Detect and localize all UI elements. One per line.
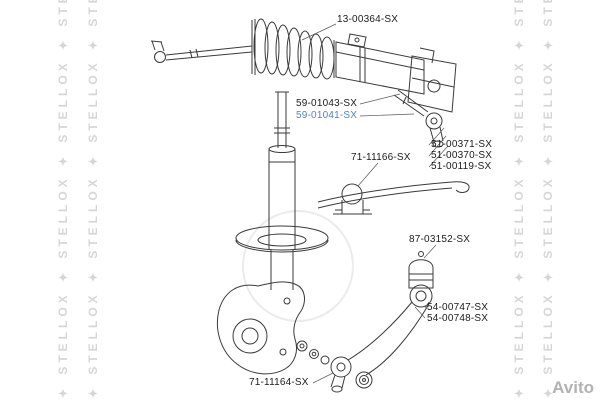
control-arm (330, 284, 433, 393)
part-number-label: 51-00119-SX (431, 161, 492, 172)
part-number-label: 51-00371-SX (431, 139, 493, 150)
steering-knuckle (216, 281, 330, 375)
stellox-watermark-column: ✦ STELLOX ✦ STELLOX ✦ STELLOX ✦ STELLOX … (541, 0, 555, 400)
stellox-watermark-column: ✦ STELLOX ✦ STELLOX ✦ STELLOX ✦ STELLOX … (56, 0, 70, 400)
part-number-label: 54-00747-SX (427, 302, 489, 313)
stellox-watermark-column: ✦ STELLOX ✦ STELLOX ✦ STELLOX ✦ STELLOX … (512, 0, 526, 400)
part-number-label: 59-01043-SX (296, 98, 358, 109)
part-number-label: 71-11166-SX (351, 152, 411, 163)
part-number-label: 87-03152-SX (409, 234, 471, 245)
part-number-label-highlighted: 59-01041-SX (296, 110, 358, 121)
part-number-label: 51-00370-SX (431, 150, 493, 161)
avito-watermark: Avito (552, 378, 594, 397)
part-number-label: 54-00748-SX (427, 313, 489, 324)
stabilizer-bar (317, 181, 470, 215)
part-number-label: 13-00364-SX (337, 14, 399, 25)
stellox-watermark-column: ✦ STELLOX ✦ STELLOX ✦ STELLOX ✦ STELLOX … (86, 0, 100, 400)
strut-assembly (235, 91, 329, 290)
bump-stop (408, 251, 434, 289)
leader-lines (301, 23, 449, 384)
part-number-label: 71-11164-SX (249, 377, 309, 388)
circle-watermark (242, 210, 354, 322)
steering-rack-assembly (150, 18, 457, 148)
